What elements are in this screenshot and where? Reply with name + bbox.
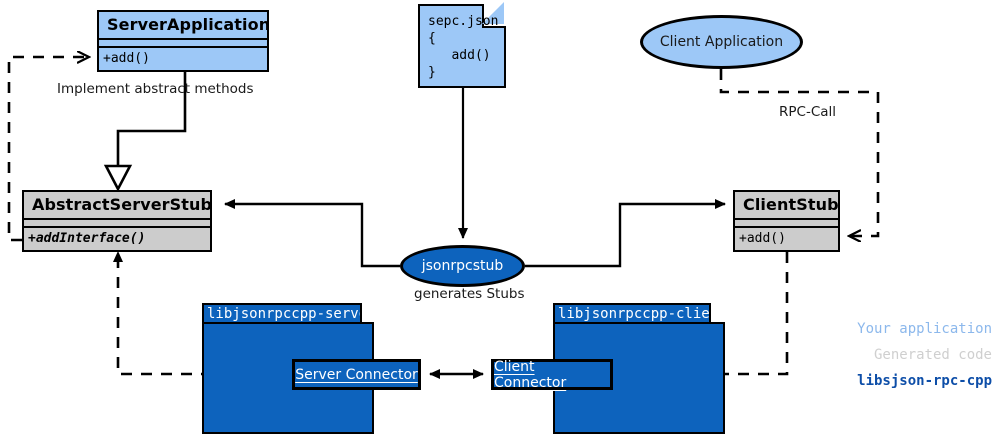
edge-label-rpc-call: RPC-Call: [779, 104, 837, 120]
component-client-connector[interactable]: Client Connector: [491, 358, 613, 391]
legend-item-your-application: Your application: [857, 321, 992, 337]
package-libjsonrpccpp-server-label: libjsonrpccpp-server: [202, 303, 362, 324]
edge-generates-server-stub: [224, 199, 400, 268]
package-libjsonrpccpp-client-label: libjsonrpccpp-client: [553, 303, 711, 324]
diagram-connectors: [7, 0, 880, 379]
class-abstract-server-stub-operations: +addInterface(): [24, 228, 210, 250]
class-client-stub-title: ClientStub: [735, 192, 839, 220]
class-abstract-server-stub[interactable]: AbstractServerStub +addInterface(): [22, 190, 212, 252]
edge-label-implement: Implement abstract methods: [57, 81, 254, 97]
node-client-application-label: Client Application: [659, 34, 784, 50]
node-jsonrpcstub[interactable]: jsonrpcstub: [400, 245, 525, 287]
edge-generalization: [103, 72, 187, 192]
class-client-stub-attributes: [735, 220, 838, 228]
class-client-stub-operations: +add(): [735, 228, 838, 250]
legend-item-generated-code: Generated code: [873, 347, 992, 363]
legend: Your application Generated code libsjson…: [828, 316, 992, 394]
edge-generates-client-stub: [525, 199, 726, 268]
node-jsonrpcstub-label: jsonrpcstub: [421, 258, 504, 274]
edge-label-generates-stubs: generates Stubs: [414, 286, 525, 302]
edge-client-stub-to-connector: [621, 252, 789, 379]
class-server-application-title: ServerApplication: [99, 12, 270, 40]
class-server-application-operations: +add(): [99, 48, 267, 70]
diagram-canvas: ServerApplication +add() AbstractServerS…: [7, 0, 992, 434]
class-abstract-server-stub-attributes: [24, 220, 210, 228]
document-fold-corner-icon: [482, 2, 506, 28]
component-client-connector-label: Client Connector: [494, 358, 567, 391]
component-server-connector[interactable]: Server Connector: [292, 359, 421, 390]
edge-implement-abstract-methods: [7, 57, 88, 242]
node-client-application[interactable]: Client Application: [640, 15, 803, 69]
edge-rpc-call: [719, 69, 880, 236]
component-server-connector-label: Server Connector: [295, 366, 418, 383]
spec-document-content: sepc.json { add() }: [428, 14, 499, 80]
legend-item-libjson-rpc-cpp: libsjson-rpc-cpp: [857, 373, 992, 389]
class-server-application[interactable]: ServerApplication +add(): [97, 10, 270, 72]
spec-document-node[interactable]: sepc.json { add() }: [418, 2, 506, 88]
class-client-stub[interactable]: ClientStub +add(): [733, 190, 840, 252]
class-abstract-server-stub-title: AbstractServerStub: [24, 192, 212, 220]
class-server-application-attributes: [99, 40, 267, 48]
